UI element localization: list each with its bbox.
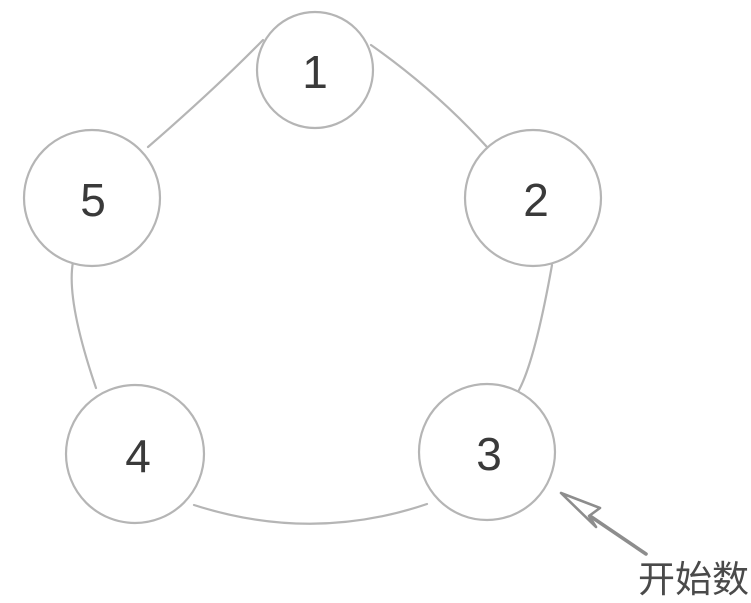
node-5[interactable]: 5 [22, 128, 162, 268]
arrow-head-icon [559, 491, 602, 529]
start-annotation-arrow [559, 491, 648, 556]
node-3-label: 3 [476, 428, 502, 480]
node-1[interactable]: 1 [255, 10, 375, 130]
node-1-label: 1 [302, 46, 328, 98]
node-2-circle[interactable] [463, 128, 603, 268]
node-4-circle[interactable] [64, 383, 206, 525]
node-5-label: 5 [80, 174, 106, 226]
edge-group [70, 38, 554, 525]
node-5-circle[interactable] [22, 128, 162, 268]
node-4-label: 4 [125, 430, 151, 482]
edge-4-to-5 [70, 260, 98, 390]
arrow-shaft [588, 514, 648, 556]
edge-1-to-2 [369, 43, 489, 149]
node-2-label: 2 [523, 174, 549, 226]
node-1-circle[interactable] [255, 10, 375, 130]
node-3[interactable]: 3 [417, 382, 557, 522]
edge-2-to-3 [517, 263, 554, 392]
node-4[interactable]: 4 [64, 383, 206, 525]
node-2[interactable]: 2 [463, 128, 603, 268]
edge-3-to-4 [192, 502, 429, 525]
node-3-circle[interactable] [417, 382, 557, 522]
start-annotation-label: 开始数 [638, 558, 749, 601]
edge-5-to-1 [146, 38, 265, 149]
